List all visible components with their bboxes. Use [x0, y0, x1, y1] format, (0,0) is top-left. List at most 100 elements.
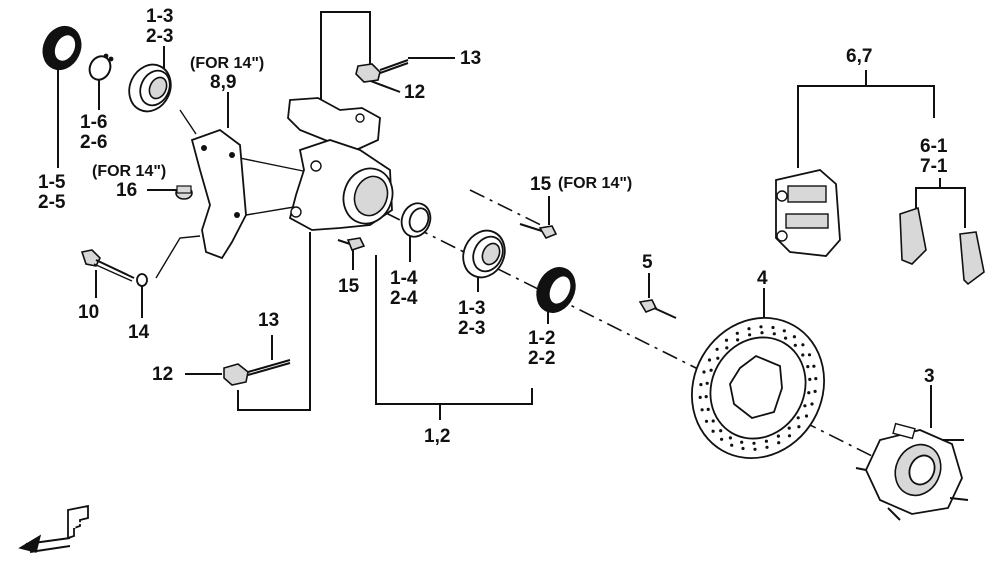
cotter-pin-top-part	[379, 59, 409, 74]
disc-drill-hole	[709, 368, 713, 372]
disc-drill-hole	[807, 353, 812, 357]
disc-drill-hole	[704, 395, 708, 399]
disc-drill-hole	[776, 434, 781, 438]
disc-drill-hole	[719, 429, 723, 433]
label-1-5: 1-5	[38, 172, 66, 193]
disc-drill-hole	[760, 331, 764, 335]
disc-drill-hole	[765, 445, 769, 449]
disc-drill-hole	[752, 441, 756, 445]
nut-16-part	[175, 185, 193, 200]
steering-knuckle-part	[287, 97, 394, 231]
disc-drill-hole	[782, 329, 786, 333]
disc-drill-hole	[771, 325, 775, 330]
disc-drill-hole	[728, 436, 733, 440]
label-6-1: 6-1	[920, 136, 948, 157]
disc-drill-hole	[711, 419, 715, 423]
disc-drill-hole	[804, 414, 809, 418]
brake-pad-inner-part	[899, 206, 927, 265]
bearing-1-3-part	[462, 229, 506, 279]
bolt-10-part	[80, 249, 135, 282]
disc-drill-hole	[711, 429, 715, 433]
disc-drill-hole	[735, 331, 739, 335]
disc-drill-hole	[753, 447, 757, 451]
disc-drill-hole	[736, 338, 740, 342]
brake-disc-part	[691, 317, 825, 459]
label-12-bottom: 12	[152, 364, 173, 385]
disc-drill-hole	[784, 336, 788, 340]
part-labels: 1-3 2-3 (FOR 14") 8,9 1-6 2-6 1-5 2-5 (F…	[38, 6, 948, 532]
disc-drill-hole	[700, 408, 704, 412]
label-1-6: 1-6	[80, 112, 107, 133]
disc-drill-hole	[715, 347, 719, 351]
disc-bolt-5-part	[638, 299, 677, 319]
disc-drill-hole	[814, 377, 818, 381]
label-for14-bolt: (FOR 14")	[558, 175, 632, 192]
label-1-3-lower: 1-3	[458, 298, 485, 319]
label-2-6: 2-6	[80, 132, 107, 153]
label-4: 4	[757, 268, 768, 289]
disc-drill-hole	[706, 407, 710, 411]
disc-drill-hole	[707, 358, 712, 362]
disc-drill-hole	[705, 381, 709, 385]
caliper-mount-bracket-part	[190, 128, 247, 260]
disc-drill-hole	[730, 443, 734, 447]
disc-drill-hole	[807, 391, 811, 395]
label-14: 14	[128, 322, 150, 343]
disc-drill-hole	[725, 346, 729, 350]
label-1-4: 1-4	[390, 268, 418, 289]
disc-drill-hole	[787, 434, 792, 438]
washer-14-part	[136, 273, 148, 287]
disc-drill-hole	[720, 437, 724, 441]
disc-drill-hole	[759, 325, 763, 329]
label-1-2: 1-2	[528, 328, 555, 349]
label-5: 5	[642, 252, 653, 273]
disc-drill-hole	[724, 338, 729, 342]
oil-seal-1-2-part	[536, 267, 576, 313]
label-6-7: 6,7	[846, 46, 872, 67]
disc-drill-hole	[801, 343, 805, 347]
circlip-part	[88, 53, 114, 81]
disc-drill-hole	[777, 441, 781, 445]
bearing-top-part	[128, 63, 172, 113]
wheel-hub-part	[855, 422, 969, 521]
disc-drill-hole	[702, 370, 706, 374]
disc-drill-hole	[793, 343, 797, 347]
bolt-15-lower-part	[337, 237, 366, 251]
disc-drill-hole	[764, 439, 769, 443]
disc-drill-hole	[772, 332, 776, 336]
disc-drill-hole	[806, 365, 810, 369]
disc-drill-holes	[698, 325, 818, 451]
label-15-lower: 15	[338, 276, 360, 297]
disc-drill-hole	[797, 425, 801, 429]
disc-drill-hole	[704, 419, 709, 423]
castle-nut-top-part	[355, 63, 381, 83]
label-13-top: 13	[460, 48, 481, 69]
disc-drill-hole	[698, 395, 702, 399]
disc-drill-hole	[787, 426, 791, 430]
disc-drill-hole	[748, 333, 752, 337]
label-2-4: 2-4	[390, 288, 418, 309]
label-2-2: 2-2	[528, 348, 555, 369]
disc-drill-hole	[747, 327, 751, 331]
disc-drill-hole	[812, 364, 816, 368]
label-10: 10	[78, 302, 99, 323]
disc-drill-hole	[796, 416, 800, 420]
label-16: 16	[116, 180, 137, 201]
brake-caliper-part	[775, 169, 841, 257]
disc-drill-hole	[803, 404, 807, 408]
label-1-3-top: 1-3	[146, 6, 173, 27]
label-for14-bracket: (FOR 14")	[190, 55, 264, 72]
label-2-3-top: 2-3	[146, 26, 173, 47]
label-13-bottom: 13	[258, 310, 279, 331]
oil-seal-outer	[42, 25, 82, 71]
label-12-top: 12	[404, 82, 425, 103]
disc-drill-hole	[740, 440, 744, 444]
disc-drill-hole	[699, 383, 703, 387]
disc-drill-hole	[808, 377, 812, 381]
brake-pad-outer-part	[959, 231, 985, 286]
bearing-1-4-part	[400, 202, 432, 238]
castle-nut-bottom-part	[223, 363, 249, 386]
front-direction-arrow-icon	[18, 504, 89, 553]
disc-drill-hole	[716, 356, 720, 360]
